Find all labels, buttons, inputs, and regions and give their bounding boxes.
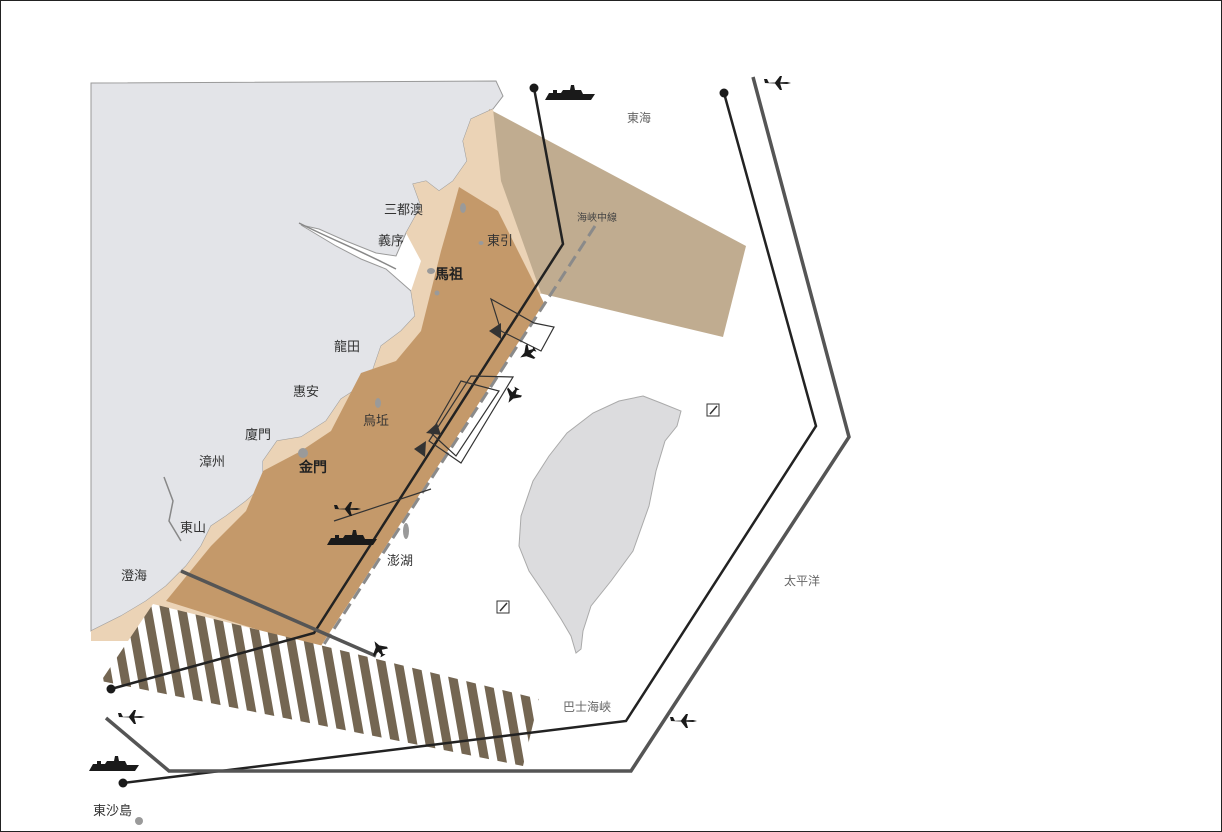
- label-kinmen: 金門: [298, 459, 327, 476]
- fighter-jet-icon: [516, 342, 539, 365]
- label-east-china-sea: 東海: [627, 110, 651, 125]
- label-huian: 惠安: [293, 385, 319, 400]
- route-main: [110, 87, 565, 691]
- label-xiamen: 廈門: [245, 427, 271, 443]
- label-dongsha: 東沙島: [93, 803, 132, 819]
- route-east: [122, 92, 818, 785]
- label-dongyin: 東引: [487, 233, 513, 249]
- route-endpoints: [106, 83, 729, 788]
- offshore-islands: [135, 203, 484, 825]
- label-matsu: 馬祖: [435, 266, 463, 283]
- label-longtian: 龍田: [334, 339, 360, 355]
- aircraft-icon: [118, 710, 145, 724]
- direction-arrows: [414, 323, 501, 457]
- label-dongshan: 東山: [180, 520, 206, 536]
- route-lines: [104, 76, 851, 785]
- label-penghu: 澎湖: [387, 554, 413, 569]
- label-sandu-ao: 三都澳: [384, 202, 423, 218]
- aircraft-icon: [670, 714, 697, 728]
- route-outer: [104, 76, 851, 773]
- label-median-line: 海峽中線: [577, 211, 617, 224]
- label-wuqiu: 烏坵: [363, 413, 389, 429]
- warship-icon: [545, 85, 595, 100]
- label-pacific: 太平洋: [784, 573, 820, 588]
- label-bashi: 巴士海峽: [563, 699, 611, 714]
- river-min: [298, 222, 397, 270]
- aircraft-icon: [764, 76, 791, 90]
- river-jiulong: [163, 476, 182, 542]
- label-yixu: 義序: [378, 233, 404, 249]
- southern-striped-zone: [101, 604, 539, 766]
- fighter-jet-icon: [367, 637, 390, 660]
- fighter-jet-icon: [501, 384, 524, 407]
- route-south-gray: [180, 569, 377, 658]
- label-zhangzhou: 漳州: [199, 454, 225, 470]
- taiwan-island: [518, 395, 682, 654]
- missile-launch-icon: [496, 600, 510, 614]
- strait-exercise-zone: [166, 187, 544, 649]
- east-exercise-zone: [489, 109, 746, 337]
- coastal-zone: [91, 109, 541, 641]
- median-line: [319, 225, 597, 650]
- missile-launch-icon: [706, 403, 720, 417]
- warship-icon: [89, 756, 139, 771]
- label-chenghai: 澄海: [121, 569, 147, 584]
